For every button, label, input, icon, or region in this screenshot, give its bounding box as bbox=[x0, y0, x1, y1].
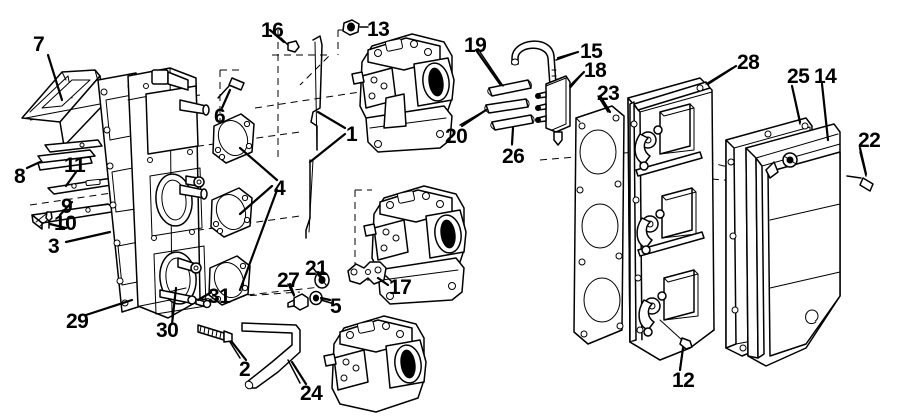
part-7-upper-mount-bracket bbox=[21, 69, 105, 147]
part-1-throttle-link-rod bbox=[305, 35, 323, 239]
callout-22: 22 bbox=[858, 129, 881, 152]
gasket-lower bbox=[208, 255, 251, 306]
part-9-reed-valve-plate bbox=[31, 203, 119, 230]
callout-27: 27 bbox=[277, 269, 300, 292]
part-16-choke-knob bbox=[280, 37, 300, 53]
callout-9: 9 bbox=[61, 195, 73, 218]
part-22-cover-screw bbox=[846, 151, 874, 192]
callout-16: 16 bbox=[261, 19, 284, 42]
callout-1: 1 bbox=[346, 123, 358, 146]
part-21-washer bbox=[312, 267, 330, 289]
callout-5: 5 bbox=[330, 295, 342, 318]
callout-15: 15 bbox=[580, 40, 603, 63]
callout-24: 24 bbox=[300, 382, 323, 405]
callout-30: 30 bbox=[156, 319, 179, 342]
callout-11: 11 bbox=[64, 154, 86, 177]
carburetor-top bbox=[351, 33, 455, 153]
callout-28: 28 bbox=[737, 51, 760, 74]
part-14-air-silencer-cover bbox=[745, 123, 841, 367]
callout-18: 18 bbox=[584, 59, 607, 82]
carburetor-bottom bbox=[323, 315, 427, 413]
callout-6: 6 bbox=[214, 105, 226, 128]
callout-2: 2 bbox=[239, 358, 251, 381]
callout-10: 10 bbox=[54, 212, 77, 235]
callout-3: 3 bbox=[48, 235, 60, 258]
part-11-reed-stop bbox=[47, 177, 119, 195]
callout-leaders bbox=[25, 28, 868, 386]
silencer-base-fasteners bbox=[634, 125, 667, 337]
carburetor-middle bbox=[363, 185, 467, 305]
part-6-screw bbox=[217, 77, 245, 99]
callout-20: 20 bbox=[445, 125, 468, 148]
callout-8: 8 bbox=[14, 165, 26, 188]
callout-26: 26 bbox=[502, 145, 525, 168]
part-17-throttle-cam-link bbox=[347, 261, 393, 285]
part-30-manifold-fitting bbox=[167, 287, 187, 293]
part-10-reed-screw bbox=[45, 211, 53, 229]
part-19-fuel-hose-upper bbox=[479, 51, 532, 97]
callout-21: 21 bbox=[305, 257, 328, 280]
gasket-middle bbox=[210, 187, 253, 238]
callout-23: 23 bbox=[597, 82, 620, 105]
part-13-nut bbox=[342, 19, 369, 36]
callout-31: 31 bbox=[208, 285, 231, 308]
part-29-intake-manifold bbox=[127, 67, 210, 319]
callout-29: 29 bbox=[66, 310, 89, 333]
callout-12: 12 bbox=[672, 369, 695, 392]
callout-14: 14 bbox=[814, 65, 837, 88]
part-4-carburetor-gaskets bbox=[208, 113, 255, 306]
part-31-manifold-stud bbox=[195, 298, 212, 309]
part-2-bolt-long bbox=[197, 324, 241, 359]
callout-4: 4 bbox=[274, 177, 286, 200]
part-24-fuel-line bbox=[241, 322, 301, 390]
callout-25: 25 bbox=[787, 65, 810, 88]
callout-19: 19 bbox=[464, 34, 487, 57]
manifold-fittings bbox=[151, 69, 210, 305]
part-8-reed-petal bbox=[37, 139, 103, 171]
part-23-manifold-gasket bbox=[573, 95, 625, 345]
callout-17: 17 bbox=[389, 276, 412, 299]
distributor-nipples bbox=[535, 91, 547, 123]
callout-7: 7 bbox=[33, 33, 45, 56]
part-28-air-silencer-base bbox=[627, 67, 733, 361]
part-18-fuel-pump-distributor bbox=[535, 71, 585, 146]
callout-13: 13 bbox=[367, 18, 390, 41]
